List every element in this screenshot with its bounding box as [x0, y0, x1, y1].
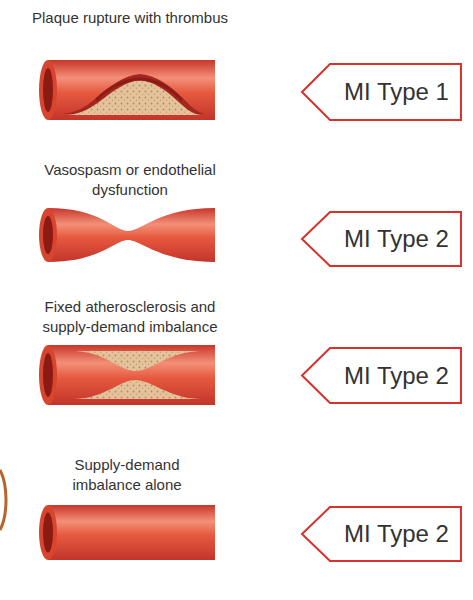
arrow-tag-box: MI Type 1	[300, 62, 463, 122]
arrow-tag-shape	[302, 348, 461, 403]
caption-text: Supply-demand imbalance alone	[57, 455, 197, 494]
vessel-vasospasm	[39, 208, 215, 262]
vessel-normal	[39, 505, 215, 560]
arrow-tag-box: MI Type 2	[300, 505, 463, 563]
vessel-plaque-rupture	[39, 60, 215, 120]
type-label: MI Type 1	[344, 78, 449, 106]
caption-text: Plaque rupture with thrombus	[0, 8, 260, 28]
type-label: MI Type 2	[344, 520, 449, 548]
arrow-tag-box: MI Type 2	[300, 346, 463, 405]
caption-text: Fixed atherosclerosis and supply-demand …	[25, 297, 235, 336]
arrow-tag-shape	[302, 212, 461, 266]
edge-fragment	[0, 470, 6, 530]
vessel-atherosclerosis	[39, 345, 215, 405]
arrow-tag-box: MI Type 2	[300, 210, 463, 268]
caption-text: Vasospasm or endothelial dysfunction	[25, 160, 235, 199]
arrow-tag-shape	[302, 507, 461, 561]
type-label: MI Type 2	[344, 362, 449, 390]
arrow-tag-shape	[302, 64, 461, 120]
type-label: MI Type 2	[344, 225, 449, 253]
